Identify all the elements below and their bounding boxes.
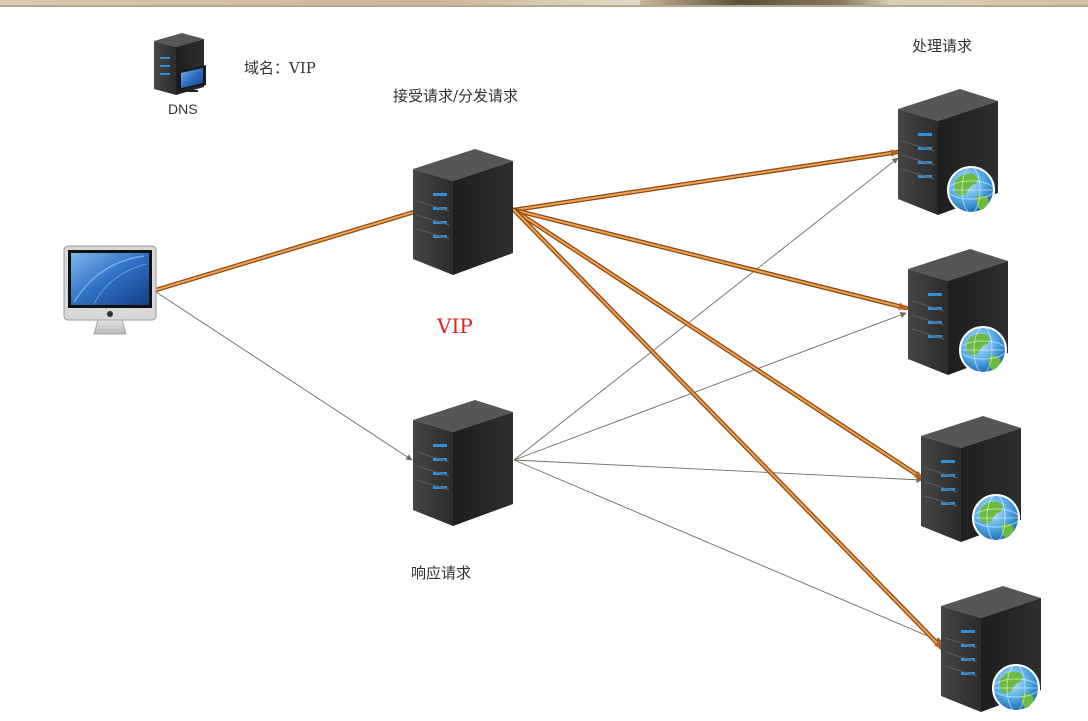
process-label: 处理请求	[912, 37, 973, 55]
web-server-4-icon	[940, 585, 1042, 713]
edge-lb-response-to-web-3	[513, 459, 923, 483]
response-edges	[155, 157, 943, 643]
top-edge-image-fragment	[640, 0, 890, 5]
globe-icon	[992, 664, 1040, 712]
vip-label: VIP	[437, 314, 473, 338]
dns-server-icon	[154, 33, 206, 95]
request-edges	[153, 149, 945, 651]
web-server-1-icon	[897, 88, 999, 216]
edge-client-to-lb-vip	[153, 209, 417, 293]
edge-lb-vip-to-web-3	[511, 207, 925, 481]
edge-lb-vip-to-web-4	[511, 207, 945, 651]
receive-forward-label: 接受请求/分发请求	[393, 87, 519, 105]
globe-icon	[972, 494, 1020, 542]
globe-icon	[959, 326, 1007, 374]
edge-lb-response-to-web-2	[513, 312, 907, 461]
edge-lb-vip-to-web-2	[511, 207, 909, 311]
respond-label: 响应请求	[411, 564, 472, 582]
lb-response-server-icon	[412, 399, 514, 527]
client-monitor-icon	[63, 245, 157, 335]
lb-vip-server-icon	[412, 148, 514, 276]
top-edge-strip	[0, 0, 1088, 7]
globe-icon	[947, 166, 995, 214]
web-server-3-icon	[920, 415, 1022, 543]
dns-label: DNS	[168, 101, 198, 117]
edge-lb-response-to-web-1	[513, 157, 899, 461]
edge-client-to-lb-response	[155, 291, 413, 461]
top-edge-line	[0, 5, 1088, 7]
web-server-2-icon	[907, 248, 1009, 376]
dns-monitor-icon	[178, 65, 206, 92]
edge-lb-vip-to-web-1	[511, 149, 901, 213]
edge-lb-response-to-web-4	[513, 459, 943, 643]
domain-label: 域名：VIP	[244, 59, 316, 77]
